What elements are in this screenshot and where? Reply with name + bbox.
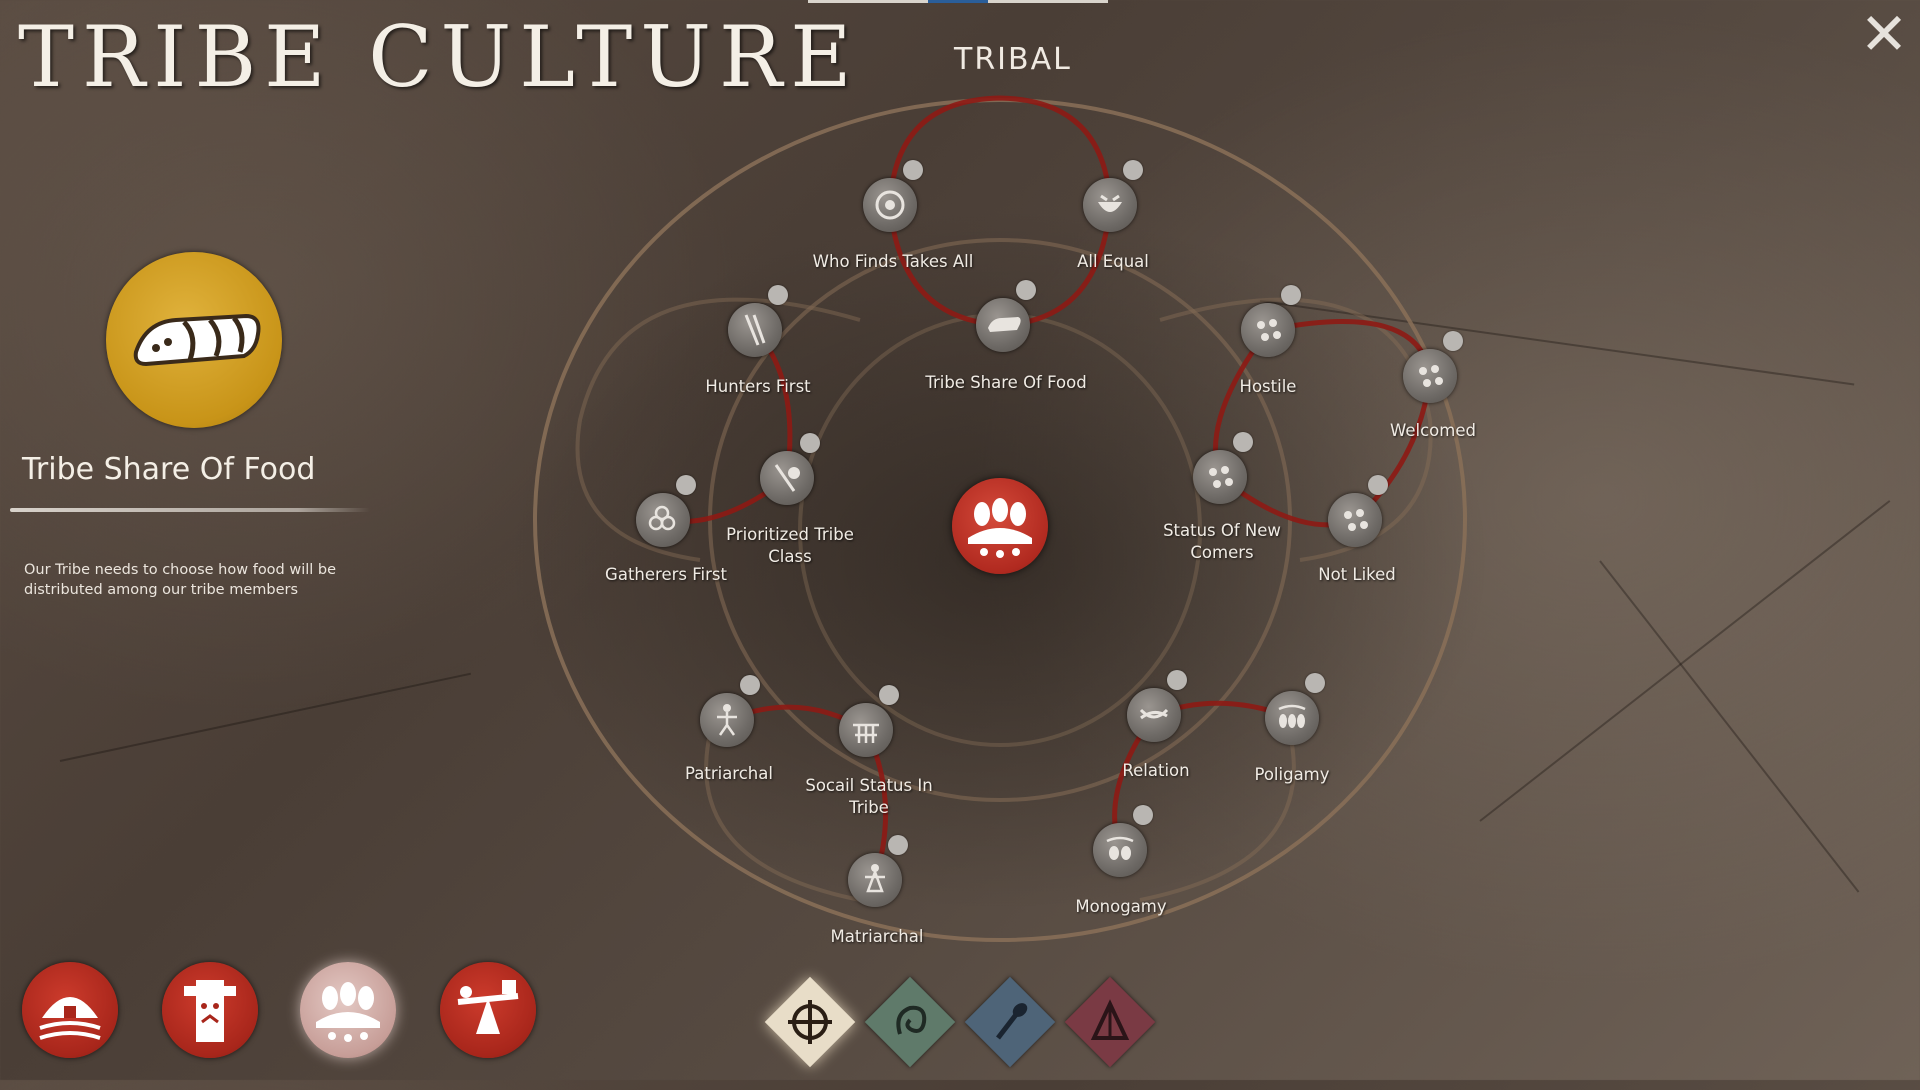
node-status-pip: [888, 835, 908, 855]
dots-face-icon: [1419, 365, 1443, 387]
node-status-pip: [1133, 805, 1153, 825]
tab-knowledge[interactable]: [864, 976, 956, 1068]
dots-face-icon: [1257, 319, 1281, 341]
node-welcomed[interactable]: [1403, 331, 1463, 403]
spear-icon: [744, 314, 766, 346]
node-label-hunters-first: Hunters First: [705, 377, 811, 396]
node-all-equal[interactable]: [1083, 160, 1143, 232]
node-label-hostile: Hostile: [1239, 377, 1297, 396]
node-prioritized-tribe-class[interactable]: [760, 433, 820, 505]
node-status-pip: [1281, 285, 1301, 305]
node-label-relation: Relation: [1122, 761, 1190, 780]
node-label-matriarchal: Matriarchal: [830, 927, 924, 946]
divider: [10, 508, 370, 512]
node-status-pip: [879, 685, 899, 705]
category-button-settlement[interactable]: [22, 962, 118, 1058]
selected-item-name: Tribe Share Of Food: [22, 452, 316, 487]
node-patriarchal[interactable]: [700, 675, 760, 747]
woman-figure-icon: [865, 864, 885, 893]
tab-crafting[interactable]: [964, 976, 1056, 1068]
node-hostile[interactable]: [1241, 285, 1301, 357]
node-label-poligamy: Poligamy: [1254, 765, 1330, 784]
tent-icon: [1090, 999, 1130, 1040]
close-icon: ✕: [1859, 0, 1909, 68]
top-tab-strip: [808, 0, 1108, 3]
node-status-pip: [903, 160, 923, 180]
category-button-tribal[interactable]: [300, 962, 396, 1058]
node-label-patriarchal: Patriarchal: [685, 764, 773, 783]
node-status-pip: [1233, 432, 1253, 452]
hand-bowl-icon: [774, 464, 800, 492]
sun-wheel-icon: [788, 1000, 832, 1044]
shared-pot-icon: [1098, 194, 1122, 212]
scales-icon: [457, 980, 519, 1034]
club-icon: [996, 1003, 1028, 1040]
node-status-pip: [1368, 475, 1388, 495]
top-tab-active-indicator: [928, 0, 988, 3]
node-status-pip: [676, 475, 696, 495]
node-monogamy[interactable]: [1093, 805, 1153, 877]
node-poligamy[interactable]: [1265, 673, 1325, 745]
couple-icon: [1106, 836, 1134, 860]
node-status-of-new-comers[interactable]: [1193, 432, 1253, 504]
tribe-people-icon: [316, 982, 380, 1042]
tab-camp[interactable]: [1064, 976, 1156, 1068]
category-button-justice[interactable]: [440, 962, 536, 1058]
node-status-pip: [1167, 670, 1187, 690]
node-label-welcomed: Welcomed: [1390, 421, 1476, 440]
close-button[interactable]: ✕: [1856, 5, 1912, 63]
hands-icon: [1139, 708, 1169, 720]
center-category-node[interactable]: [952, 478, 1048, 574]
node-hunters-first[interactable]: [728, 285, 788, 357]
node-label-monogamy: Monogamy: [1075, 897, 1167, 916]
node-label-all-equal: All Equal: [1077, 252, 1149, 271]
node-status-pip: [1305, 673, 1325, 693]
category-title: TRIBAL: [954, 42, 1072, 77]
node-status-pip: [1016, 280, 1036, 300]
node-label-who-finds-takes-all: Who Finds Takes All: [812, 252, 974, 271]
node-who-finds-takes-all[interactable]: [863, 160, 923, 232]
dots-face-icon: [1209, 466, 1233, 488]
node-label-social-status-in-tribe: Socail Status In Tribe: [805, 776, 933, 817]
selected-item-badge: [106, 252, 282, 428]
category-button-beliefs[interactable]: [162, 962, 258, 1058]
bread-icon: [988, 317, 1021, 332]
dots-face-icon: [1344, 509, 1368, 531]
family-icon: [1278, 704, 1306, 728]
node-relation[interactable]: [1127, 670, 1187, 742]
mind-spiral-icon: [896, 1005, 927, 1035]
totem-icon: [184, 980, 236, 1042]
selected-item-description: Our Tribe needs to choose how food will …: [24, 562, 337, 598]
tab-culture[interactable]: [764, 976, 856, 1068]
node-status-pip: [1443, 331, 1463, 351]
node-status-pip: [740, 675, 760, 695]
hut-icon: [39, 997, 101, 1040]
node-label-not-liked: Not Liked: [1318, 565, 1396, 584]
link-food-top: [887, 95, 1113, 206]
node-label-prioritized-tribe-class: Prioritized Tribe Class: [726, 525, 854, 566]
node-status-pip: [1123, 160, 1143, 180]
node-label-tribe-share-of-food: Tribe Share Of Food: [925, 373, 1087, 392]
bread-icon: [133, 313, 261, 367]
node-not-liked[interactable]: [1328, 475, 1388, 547]
screen-title: TRIBE CULTURE: [18, 8, 860, 106]
node-status-pip: [768, 285, 788, 305]
tribe-people-icon: [968, 498, 1032, 558]
node-gatherers-first[interactable]: [636, 475, 696, 547]
node-label-gatherers-first: Gatherers First: [605, 565, 727, 584]
berries-icon: [648, 505, 676, 531]
gear-token-icon: [875, 190, 905, 220]
node-label-status-of-new-comers: Status Of New Comers: [1163, 521, 1281, 562]
node-matriarchal[interactable]: [848, 835, 908, 907]
node-status-pip: [800, 433, 820, 453]
node-tribe-share-of-food[interactable]: [976, 280, 1036, 352]
man-figure-icon: [717, 704, 737, 736]
left-loop: [575, 297, 861, 562]
totem-figures-icon: [853, 723, 879, 743]
node-social-status-in-tribe[interactable]: [839, 685, 899, 757]
